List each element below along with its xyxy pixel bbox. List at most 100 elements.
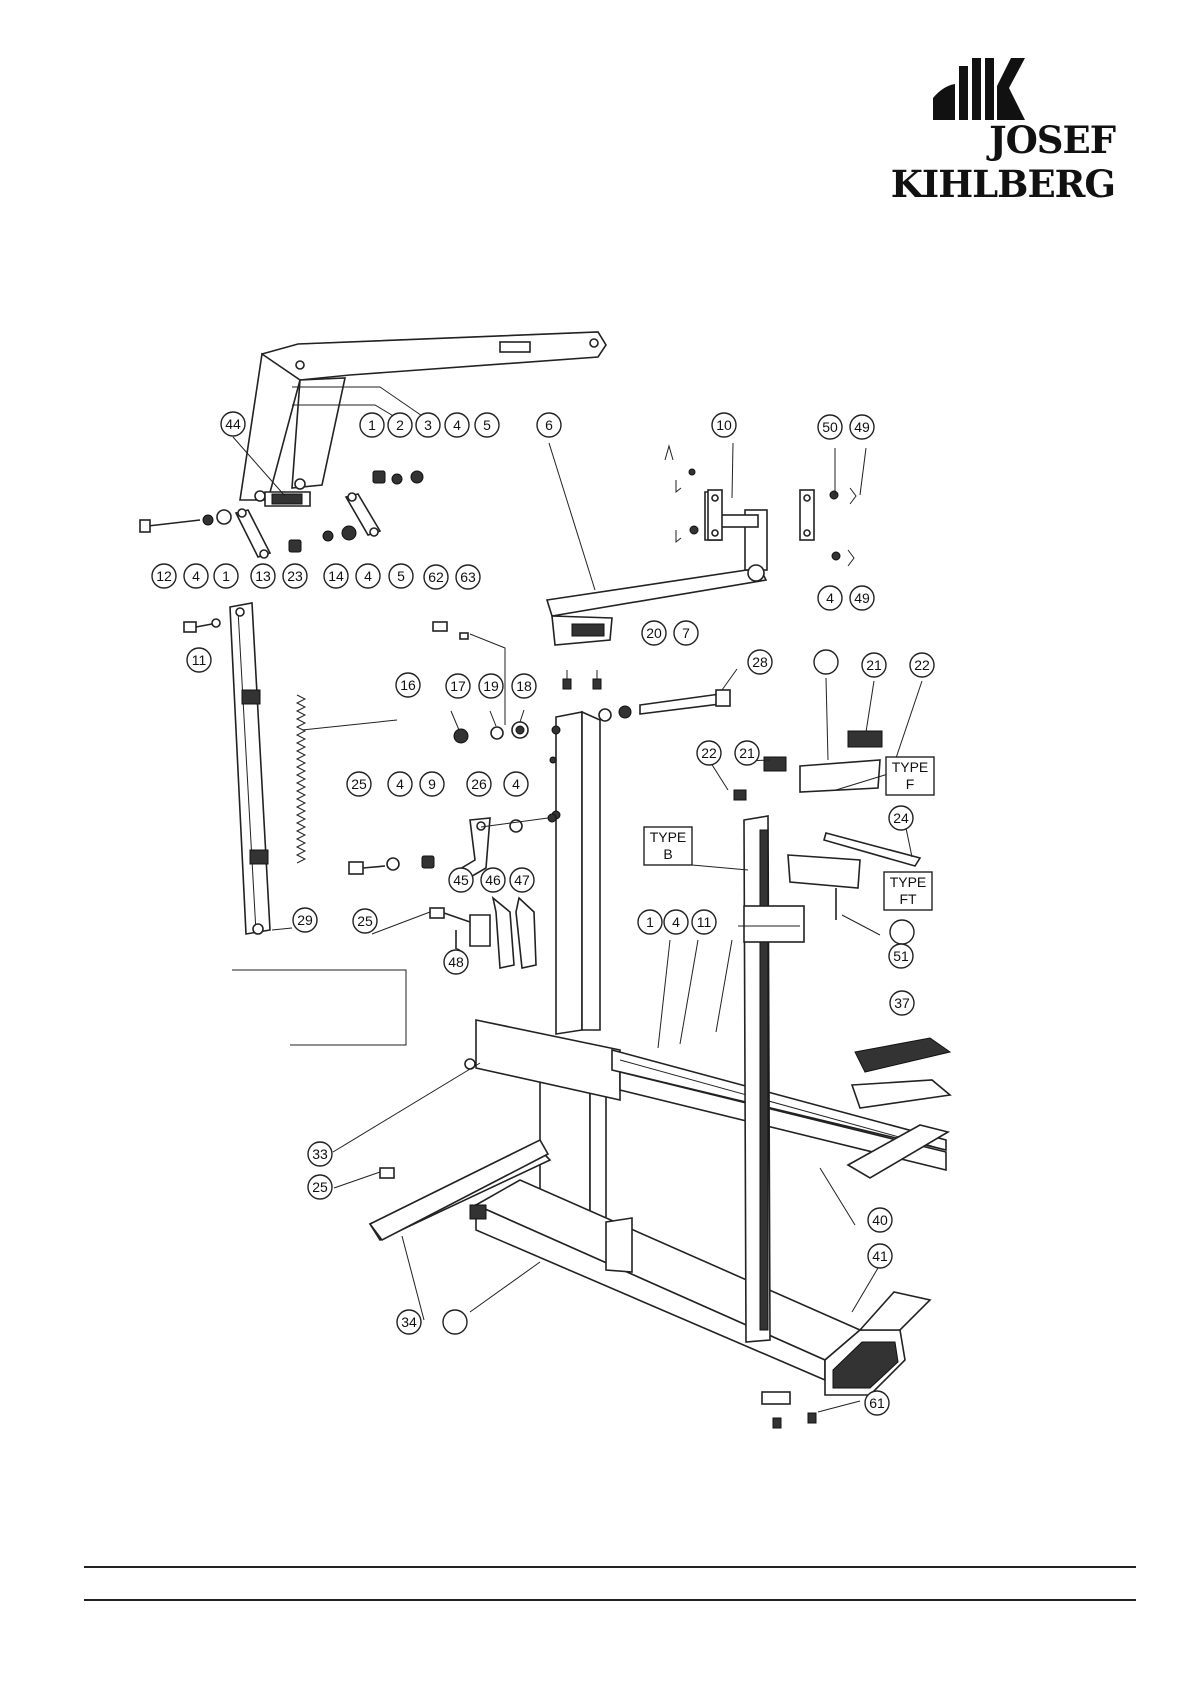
callout-14: 14 (324, 564, 348, 588)
callout-17: 17 (446, 674, 470, 698)
callout-21: 21 (862, 653, 886, 677)
callout-49: 49 (850, 586, 874, 610)
type-b-label: TYPE B (644, 827, 692, 865)
callout-blank (443, 1310, 467, 1334)
callout-number: 50 (822, 419, 838, 435)
callout-number: 4 (826, 590, 834, 606)
callout-5: 5 (475, 413, 499, 437)
callout-33: 33 (308, 1142, 332, 1166)
type-ft-line-2: FT (899, 891, 917, 907)
callout-44: 44 (221, 412, 245, 436)
callout-21: 21 (735, 741, 759, 765)
callout-number: 44 (225, 416, 241, 432)
callout-5: 5 (389, 564, 413, 588)
callout-number: 3 (424, 417, 432, 433)
callout-number: 2 (396, 417, 404, 433)
callout-number: 47 (514, 872, 530, 888)
callout-11: 11 (692, 910, 716, 934)
callout-number: 22 (701, 745, 717, 761)
callout-number: 4 (512, 776, 520, 792)
callout-number: 34 (401, 1314, 417, 1330)
callout-13: 13 (251, 564, 275, 588)
callout-number: 14 (328, 568, 344, 584)
callout-number: 49 (854, 590, 870, 606)
callout-number: 6 (545, 417, 553, 433)
callout-number: 10 (716, 417, 732, 433)
callout-circle (443, 1310, 467, 1334)
pedal-linkage-arm (547, 443, 866, 645)
callout-number: 16 (400, 677, 416, 693)
callout-16: 16 (396, 673, 420, 697)
callout-number: 21 (866, 657, 882, 673)
callout-51: 51 (889, 944, 913, 968)
callout-46: 46 (481, 868, 505, 892)
callout-number: 9 (428, 776, 436, 792)
spring (297, 695, 305, 863)
callout-25: 25 (308, 1175, 332, 1199)
callout-number: 29 (297, 912, 313, 928)
callout-circle (890, 920, 914, 944)
callout-number: 11 (192, 652, 207, 668)
callout-number: 5 (397, 568, 405, 584)
type-f-line-1: TYPE (892, 759, 929, 775)
callout-63: 63 (456, 565, 480, 589)
callout-number: 45 (453, 872, 469, 888)
callout-number: 24 (893, 810, 909, 826)
callout-number: 63 (460, 569, 476, 585)
callout-number: 4 (672, 914, 680, 930)
callout-blank (890, 920, 914, 944)
callout-20: 20 (642, 621, 666, 645)
callout-number: 11 (697, 914, 712, 930)
callout-4: 4 (818, 586, 842, 610)
callout-number: 23 (287, 568, 303, 584)
callout-circle (814, 650, 838, 674)
callout-number: 48 (448, 954, 464, 970)
callout-19: 19 (479, 674, 503, 698)
callout-26: 26 (467, 772, 491, 796)
callout-28: 28 (748, 650, 772, 674)
callout-number: 4 (453, 417, 461, 433)
type-ft-line-1: TYPE (890, 874, 927, 890)
footer-rule-bottom (84, 1599, 1136, 1601)
type-f-line-2: F (906, 776, 915, 792)
type-ft-label: TYPE FT (884, 872, 932, 910)
callout-4: 4 (445, 413, 469, 437)
callout-blank (814, 650, 838, 674)
callout-37: 37 (890, 991, 914, 1015)
callout-48: 48 (444, 950, 468, 974)
callout-22: 22 (910, 653, 934, 677)
callout-number: 4 (192, 568, 200, 584)
type-b-line-2: B (663, 846, 672, 862)
callout-34: 34 (397, 1310, 421, 1334)
callout-number: 1 (646, 914, 654, 930)
callout-49: 49 (850, 415, 874, 439)
callout-24: 24 (889, 806, 913, 830)
callout-25: 25 (353, 909, 377, 933)
callout-number: 12 (156, 568, 172, 584)
callout-62: 62 (424, 565, 448, 589)
callout-4: 4 (664, 910, 688, 934)
callout-number: 25 (351, 776, 367, 792)
frame-leader (232, 970, 406, 1045)
callout-number: 20 (646, 625, 662, 641)
callout-1: 1 (638, 910, 662, 934)
callout-41: 41 (868, 1244, 892, 1268)
callout-45: 45 (449, 868, 473, 892)
right-post (734, 757, 804, 1342)
callout-number: 37 (894, 995, 910, 1011)
callout-40: 40 (868, 1208, 892, 1232)
callout-number: 1 (222, 568, 230, 584)
callout-7: 7 (674, 621, 698, 645)
callout-12: 12 (152, 564, 176, 588)
callout-23: 23 (283, 564, 307, 588)
callout-number: 21 (739, 745, 755, 761)
type-b-line-1: TYPE (650, 829, 687, 845)
callout-22: 22 (697, 741, 721, 765)
callout-61: 61 (865, 1391, 889, 1415)
callout-number: 28 (752, 654, 768, 670)
callout-50: 50 (818, 415, 842, 439)
callout-number: 25 (312, 1179, 328, 1195)
callout-1: 1 (214, 564, 238, 588)
callout-10: 10 (712, 413, 736, 437)
callout-number: 4 (396, 776, 404, 792)
